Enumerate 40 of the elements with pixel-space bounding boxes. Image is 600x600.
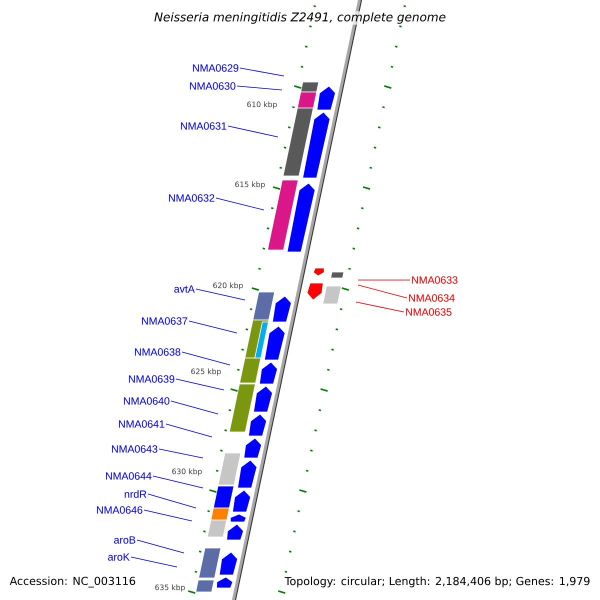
gene-label: NMA0646 [96, 506, 142, 514]
info-text: Accession: NC_003116 [10, 576, 136, 588]
gene-label: NMA0629 [192, 64, 238, 72]
gene-label: nrdR [124, 490, 146, 498]
leader-line [236, 86, 282, 90]
leader-line [228, 126, 278, 138]
leader-line [166, 424, 212, 438]
gene-label: NMA0631 [180, 122, 226, 130]
leader-line [356, 302, 404, 312]
gene-label: avtA [174, 285, 195, 293]
leader-line [144, 510, 192, 522]
gene-label: NMA0632 [168, 194, 214, 202]
gene-label: NMA0640 [124, 397, 170, 405]
gene-label: NMA0634 [409, 294, 455, 302]
gene-label: NMA0633 [412, 276, 458, 284]
gene-label: NMA0637 [142, 317, 188, 325]
gene-label: aroB [114, 536, 136, 544]
gene-label: NMA0635 [406, 308, 452, 316]
leader-line [358, 284, 408, 298]
info-text: Topology: circular; Length: 2,184,406 bp; Genes: 1,979 [284, 576, 590, 588]
gene-label: aroK [108, 553, 130, 561]
gene-label: NMA0630 [190, 82, 236, 90]
gene-label: NMA0644 [106, 472, 152, 480]
title: Neisseria meningitidis Z2491, complete genome [153, 11, 447, 25]
leader-line [182, 352, 230, 366]
leader-line [148, 494, 196, 508]
leader-line [216, 198, 264, 210]
leader-line [170, 400, 218, 414]
gene-label: NMA0641 [118, 420, 164, 428]
leader-line [176, 378, 224, 390]
gene-label: NMA0638 [134, 348, 180, 356]
leader-line [196, 288, 246, 300]
leader-line [136, 540, 184, 554]
leader-line [130, 556, 178, 568]
leader-line [158, 448, 204, 458]
leader-line [188, 320, 238, 334]
gene-label: NMA0639 [128, 375, 174, 383]
leader-line [240, 68, 284, 76]
leader-line [152, 476, 204, 488]
gene-label: NMA0643 [112, 445, 158, 453]
